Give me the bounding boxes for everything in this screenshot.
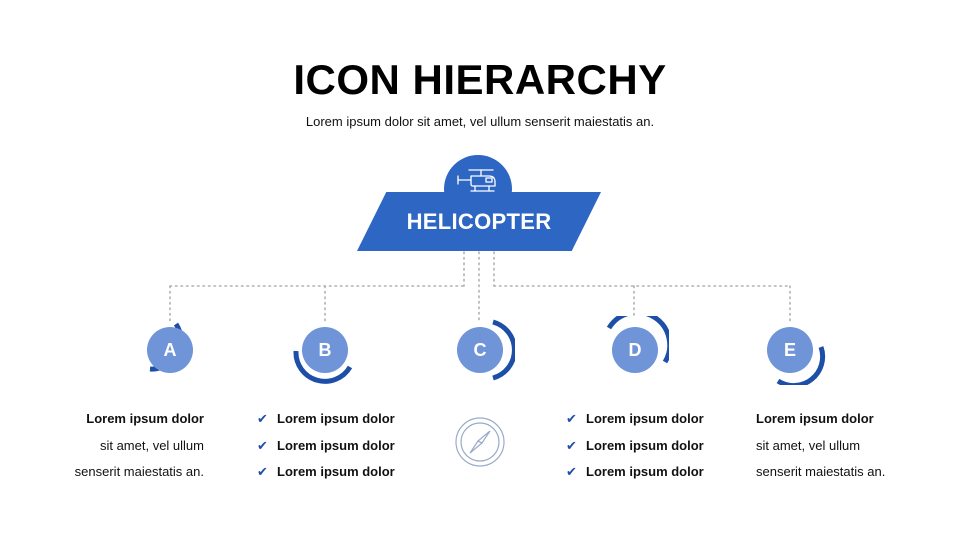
check-icon: ✔ <box>257 437 268 453</box>
node-b-checklist: ✔ Lorem ipsum dolor ✔ Lorem ipsum dolor ✔ L… <box>257 406 427 486</box>
node-b-circle: B <box>302 327 348 373</box>
node-a-circle: A <box>147 327 193 373</box>
node-c-circle: C <box>457 327 503 373</box>
checklist-item-label: Lorem ipsum dolor <box>586 411 704 426</box>
checklist-item: ✔ Lorem ipsum dolor <box>566 406 736 433</box>
node-d-arc <box>606 316 669 364</box>
node-e-text: Lorem ipsum dolor sit amet, vel ullum se… <box>756 406 926 486</box>
check-icon: ✔ <box>566 437 577 453</box>
checklist-item-label: Lorem ipsum dolor <box>277 437 395 453</box>
node-d-checklist: ✔ Lorem ipsum dolor ✔ Lorem ipsum dolor ✔ L… <box>566 406 736 486</box>
page-subtitle: Lorem ipsum dolor sit amet, vel ullum se… <box>305 114 655 129</box>
checklist-item-label: Lorem ipsum dolor <box>277 464 395 479</box>
root-label: HELICOPTER <box>406 209 552 234</box>
helicopter-icon <box>457 169 496 192</box>
root-banner <box>357 192 601 251</box>
checklist-item: ✔ Lorem ipsum dolor <box>566 433 736 460</box>
checklist-item-label: Lorem ipsum dolor <box>586 437 704 453</box>
check-icon: ✔ <box>566 464 577 479</box>
node-e-text-line: sit amet, vel ullum <box>756 437 861 453</box>
checklist-item-label: Lorem ipsum dolor <box>277 411 395 426</box>
checklist-item: ✔ Lorem ipsum dolor <box>257 433 427 460</box>
node-e-circle: E <box>767 327 813 373</box>
node-a-text-line: Lorem ipsum dolor <box>86 411 204 426</box>
node-d-circle: D <box>612 327 658 373</box>
check-icon: ✔ <box>566 411 577 426</box>
checklist-item: ✔ Lorem ipsum dolor <box>257 406 427 433</box>
node-b-arc <box>293 350 353 384</box>
checklist-item: ✔ Lorem ipsum dolor <box>566 459 736 486</box>
node-e-text-line: senserit maiestatis an. <box>756 464 886 479</box>
node-e-arc <box>776 346 826 385</box>
node-a-text-line: sit amet, vel ullum <box>99 437 204 453</box>
compass-icon <box>455 417 505 467</box>
node-a-text-line: senserit maiestatis an. <box>74 464 204 479</box>
checklist-item: ✔ Lorem ipsum dolor <box>257 459 427 486</box>
node-e-text-line: Lorem ipsum dolor <box>756 411 874 426</box>
check-icon: ✔ <box>257 411 268 426</box>
checklist-item-label: Lorem ipsum dolor <box>586 464 704 479</box>
page-title: ICON HIERARCHY <box>293 56 667 103</box>
node-c-arc <box>492 319 515 381</box>
node-a-text: Lorem ipsum dolor sit amet, vel ullum se… <box>34 406 204 486</box>
check-icon: ✔ <box>257 464 268 479</box>
